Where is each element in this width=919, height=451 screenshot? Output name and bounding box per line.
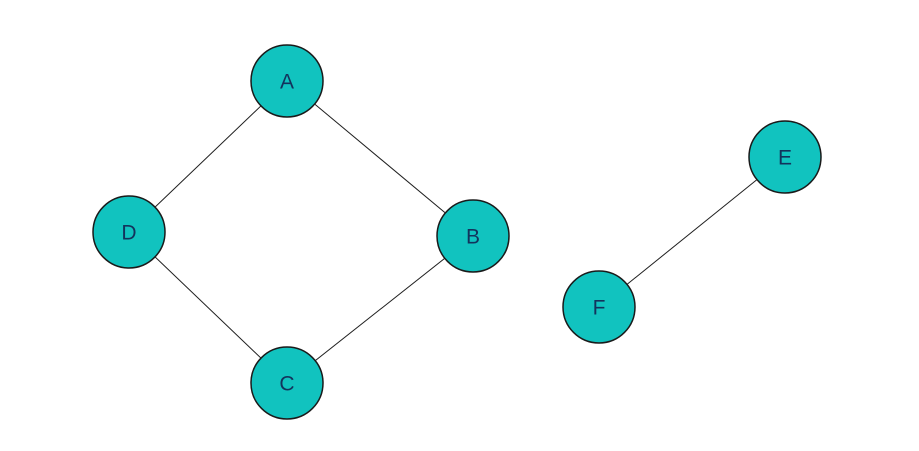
node-circle-E[interactable] xyxy=(748,120,822,194)
node-circle-C[interactable] xyxy=(250,346,324,420)
graph-node-C[interactable]: C xyxy=(250,346,324,420)
node-circle-F[interactable] xyxy=(562,270,636,344)
node-layer: A B C D E F xyxy=(92,44,822,420)
graph-edge-C-B xyxy=(286,235,474,384)
node-circle-D[interactable] xyxy=(92,195,166,269)
graph-node-F[interactable]: F xyxy=(562,270,636,344)
node-circle-B[interactable] xyxy=(436,199,510,273)
graph-node-A[interactable]: A xyxy=(250,44,324,118)
node-circle-A[interactable] xyxy=(250,44,324,118)
graph-edge-F-E xyxy=(598,156,786,308)
graph-edge-A-B xyxy=(286,80,474,237)
graph-node-E[interactable]: E xyxy=(748,120,822,194)
graph-node-D[interactable]: D xyxy=(92,195,166,269)
graph-node-B[interactable]: B xyxy=(436,199,510,273)
